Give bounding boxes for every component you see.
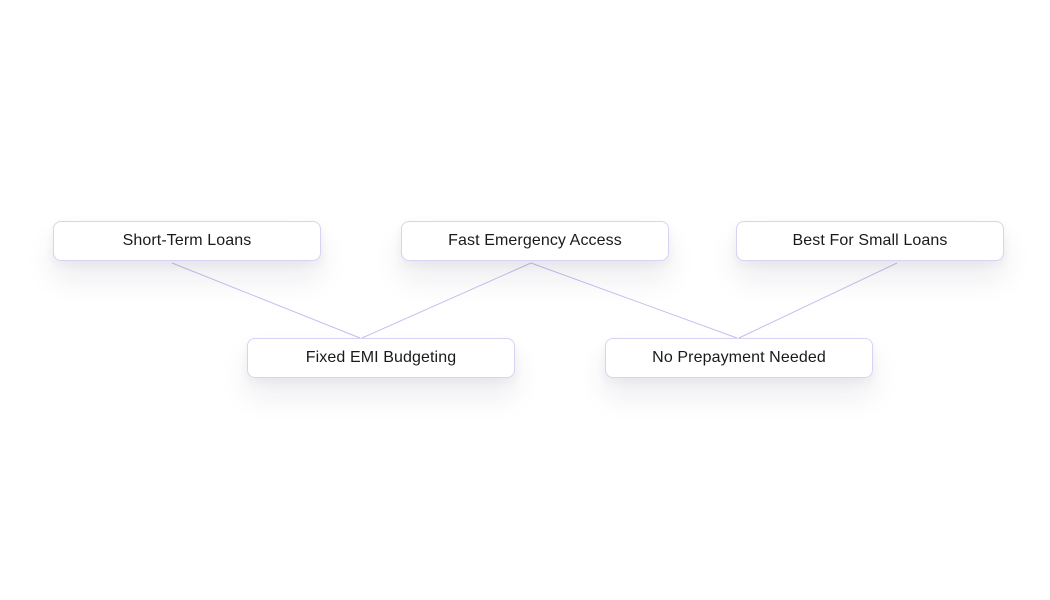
edge-best-small-to-no-prepayment xyxy=(738,262,898,339)
edge-fast-emergency-to-fixed-emi xyxy=(361,262,532,339)
node-short-term-loans: Short-Term Loans xyxy=(53,221,321,261)
edge-fast-emergency-to-no-prepayment xyxy=(530,262,738,339)
node-fixed-emi-budgeting: Fixed EMI Budgeting xyxy=(247,338,515,378)
node-best-for-small-loans: Best For Small Loans xyxy=(736,221,1004,261)
node-no-prepayment-needed: No Prepayment Needed xyxy=(605,338,873,378)
edge-short-term-to-fixed-emi xyxy=(171,262,361,339)
node-fast-emergency-access: Fast Emergency Access xyxy=(401,221,669,261)
